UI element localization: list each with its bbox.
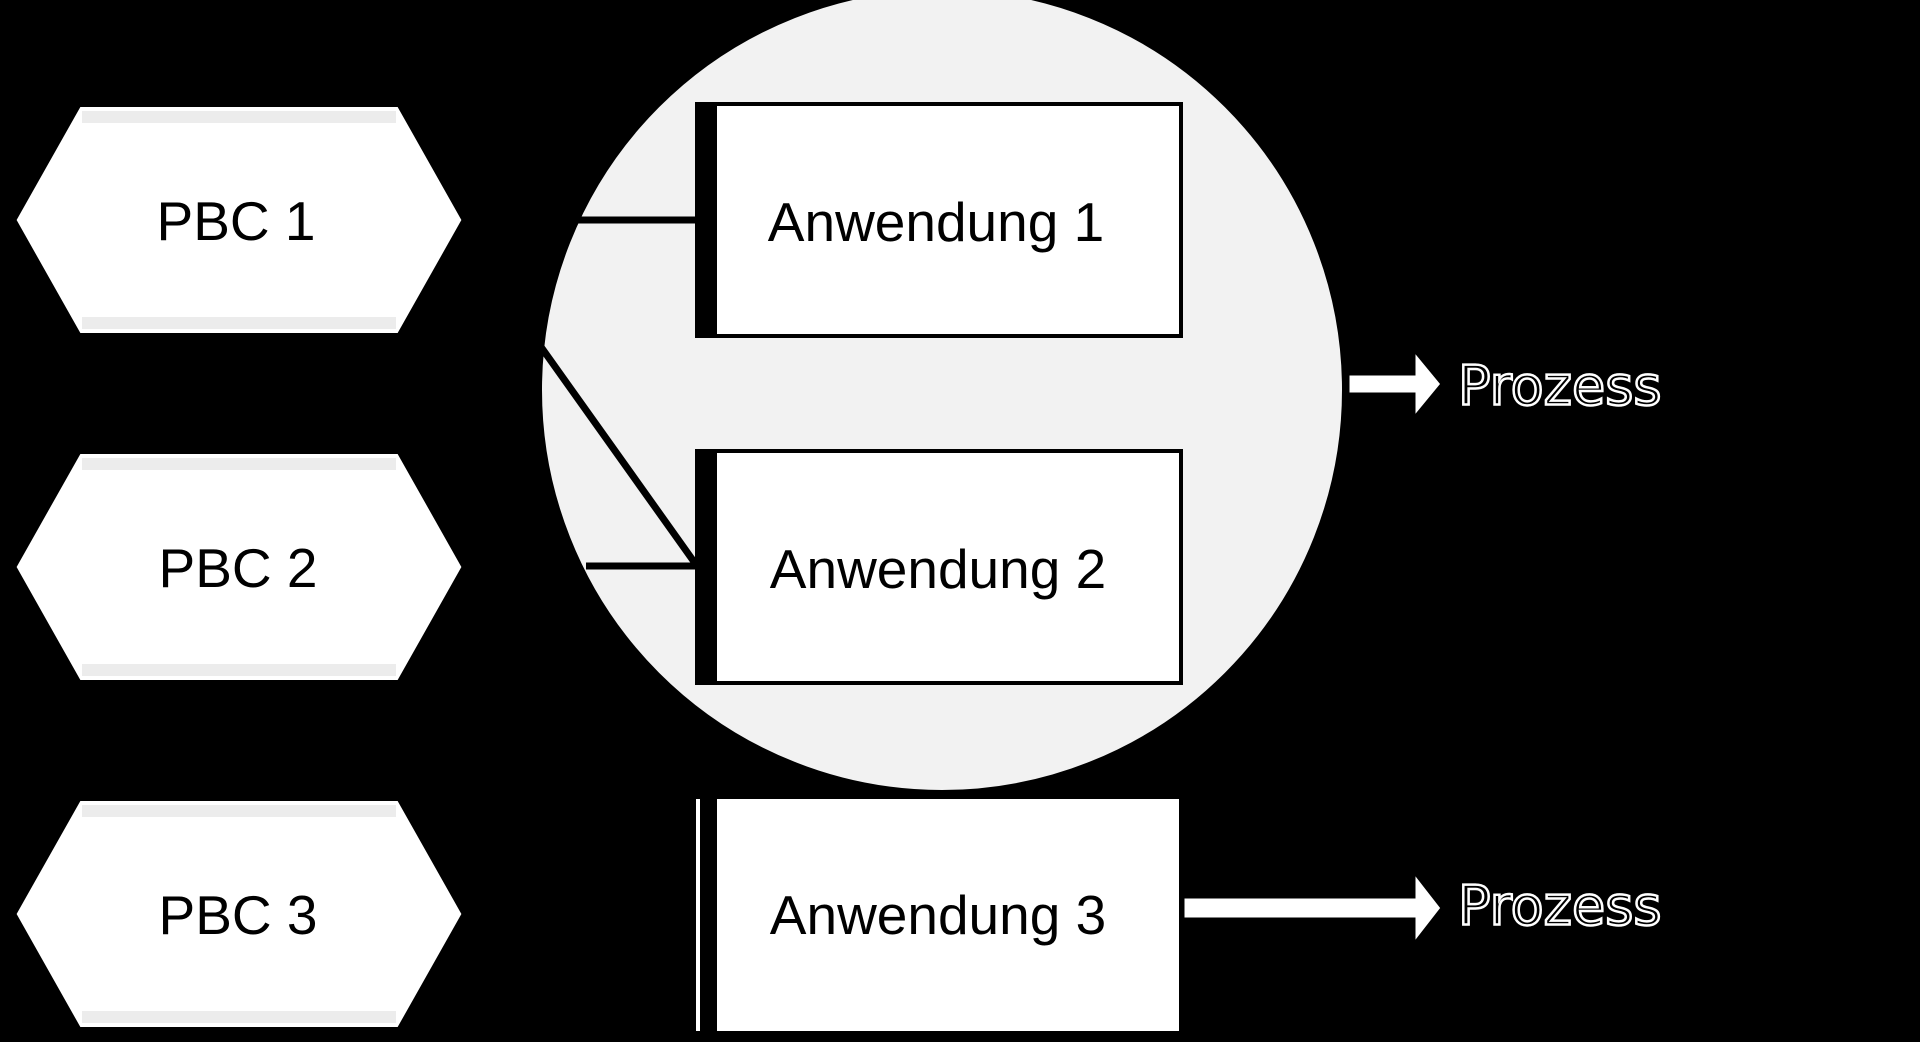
pbc-label: PBC 2 [159, 537, 318, 599]
connector-lines [459, 216, 700, 570]
application-box [695, 449, 1183, 685]
pbc-node-1[interactable]: PBC 1 [7, 99, 471, 341]
pbc-label: PBC 1 [157, 190, 316, 252]
application-node-2[interactable]: Anwendung 2 [695, 449, 1183, 685]
application-box-left-bar [695, 104, 717, 336]
pbc-label: PBC 3 [159, 884, 318, 946]
pbc-hexagon-bottom-band [82, 317, 396, 329]
pbc-hexagon [7, 793, 471, 1035]
output-label: Prozess [1458, 355, 1662, 418]
application-box-left-bar [695, 451, 717, 683]
pbc-node-2[interactable]: PBC 2 [7, 446, 471, 688]
pbc-hexagon-bottom-band [82, 664, 396, 676]
connector-pbc1-app2 [459, 233, 700, 569]
output-label: Prozess [1458, 875, 1662, 938]
application-node-1[interactable]: Anwendung 1 [695, 102, 1183, 338]
application-label: Anwendung 1 [768, 191, 1104, 253]
pbc-node-3[interactable]: PBC 3 [7, 793, 471, 1035]
application-label: Anwendung 2 [770, 538, 1106, 600]
application-box-left-bar [696, 799, 700, 1031]
application-node-3[interactable]: Anwendung 3 [696, 799, 1179, 1031]
pbc-hexagon-top-band [82, 111, 396, 123]
arrow-icon [1346, 345, 1444, 423]
pbc-hexagon-bottom-band [82, 1011, 396, 1023]
pbc-hexagon [7, 446, 471, 688]
pbc-hexagon [7, 99, 471, 341]
application-box [695, 102, 1183, 338]
pbc-hexagon-top-band [82, 805, 396, 817]
pbc-hexagon-top-band [82, 458, 396, 470]
application-label: Anwendung 3 [770, 884, 1106, 946]
application-box [717, 799, 1179, 1031]
output-arrow-2: Prozess [1181, 867, 1663, 949]
arrow-icon [1181, 867, 1444, 949]
output-arrow-1: Prozess [1346, 345, 1663, 423]
